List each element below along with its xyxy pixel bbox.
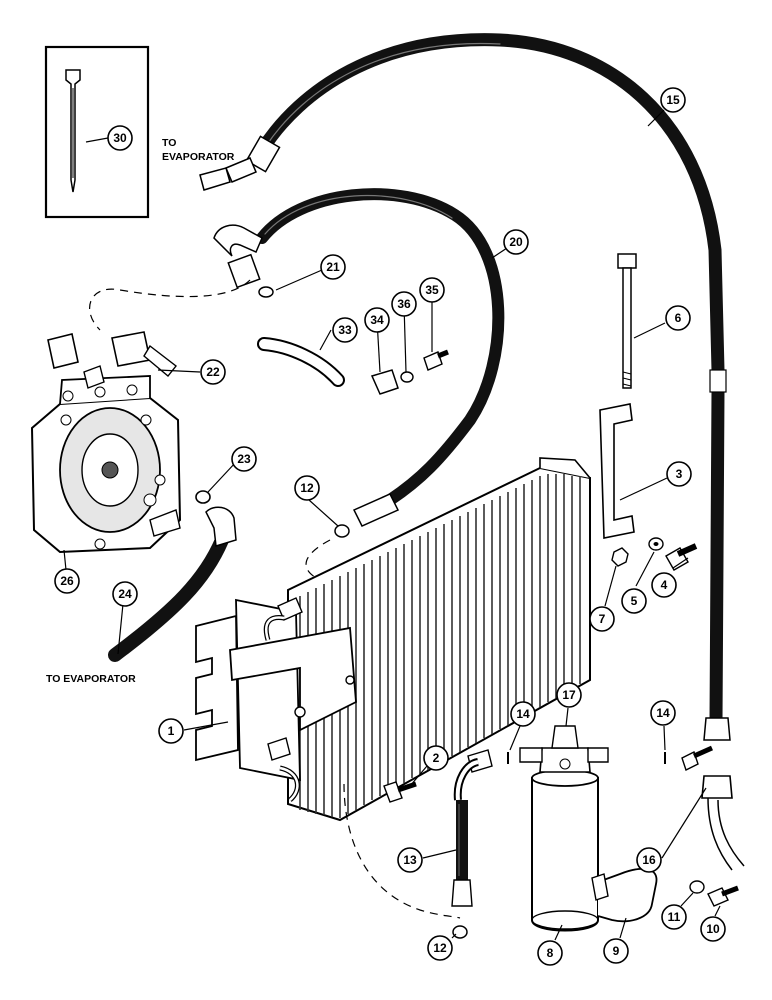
svg-text:9: 9 xyxy=(613,944,620,958)
callout-1: 1 xyxy=(158,718,184,744)
svg-text:3: 3 xyxy=(676,467,683,481)
callout-10: 10 xyxy=(700,916,726,942)
callout-21: 21 xyxy=(320,254,346,280)
svg-text:26: 26 xyxy=(60,574,74,588)
callout-5: 5 xyxy=(621,588,647,614)
svg-text:15: 15 xyxy=(666,93,680,107)
note-to-evaporator-bottom: TO EVAPORATOR xyxy=(46,673,136,685)
svg-text:1: 1 xyxy=(168,724,175,738)
svg-text:14: 14 xyxy=(516,707,530,721)
hose-24 xyxy=(108,506,237,662)
svg-text:6: 6 xyxy=(675,311,682,325)
hardware-4-5-7 xyxy=(611,537,698,571)
svg-text:36: 36 xyxy=(397,297,411,311)
callout-26: 26 xyxy=(54,568,80,594)
callout-14-right: 14 xyxy=(650,700,676,726)
callout-17: 17 xyxy=(556,682,582,708)
svg-text:34: 34 xyxy=(370,313,384,327)
svg-text:8: 8 xyxy=(547,946,554,960)
clamp-34 xyxy=(370,369,399,395)
callout-9: 9 xyxy=(603,938,629,964)
callout-23: 23 xyxy=(231,446,257,472)
clamp-9 xyxy=(591,868,658,923)
callout-8: 8 xyxy=(537,940,563,966)
svg-text:23: 23 xyxy=(237,452,251,466)
svg-text:22: 22 xyxy=(206,365,220,379)
svg-text:7: 7 xyxy=(599,612,606,626)
fitting-16 xyxy=(681,745,745,871)
callout-33: 33 xyxy=(332,317,358,343)
callout-24: 24 xyxy=(112,581,138,607)
svg-text:2: 2 xyxy=(433,751,440,765)
svg-text:11: 11 xyxy=(668,910,681,924)
o-ring-21 xyxy=(258,286,274,298)
svg-text:20: 20 xyxy=(509,235,523,249)
switch-17 xyxy=(565,707,569,727)
svg-text:24: 24 xyxy=(118,587,132,601)
bracket-3 xyxy=(599,403,635,539)
callout-14-left: 14 xyxy=(510,701,536,727)
nut-36 xyxy=(400,371,414,383)
svg-text:35: 35 xyxy=(425,283,439,297)
hose-20 xyxy=(213,188,505,527)
callout-6: 6 xyxy=(665,305,691,331)
svg-text:5: 5 xyxy=(631,594,638,608)
o-ring-12-bottom xyxy=(452,925,468,939)
note-to-evaporator-top-line1: TO xyxy=(162,137,176,149)
callout-30: 30 xyxy=(107,125,133,151)
callout-20: 20 xyxy=(503,229,529,255)
callout-22: 22 xyxy=(200,359,226,385)
receiver-drier-8 xyxy=(519,725,609,932)
callout-13: 13 xyxy=(397,847,423,873)
callout-15: 15 xyxy=(660,87,686,113)
svg-text:10: 10 xyxy=(706,922,720,936)
svg-text:21: 21 xyxy=(326,260,340,274)
svg-text:14: 14 xyxy=(656,706,670,720)
svg-text:12: 12 xyxy=(300,481,314,495)
callout-12-top: 12 xyxy=(294,475,320,501)
screw-2 xyxy=(383,781,417,803)
hose-15 xyxy=(199,33,731,741)
callout-7: 7 xyxy=(589,606,615,632)
svg-text:17: 17 xyxy=(562,688,576,702)
note-to-evaporator-top-line2: EVAPORATOR xyxy=(162,151,235,163)
callout-4: 4 xyxy=(651,572,677,598)
callout-11: 11 xyxy=(661,904,687,930)
callout-16: 16 xyxy=(636,847,662,873)
callout-36: 36 xyxy=(391,291,417,317)
svg-text:4: 4 xyxy=(661,578,668,592)
o-ring-12-top xyxy=(334,524,350,538)
washer-11 xyxy=(689,880,705,894)
svg-text:16: 16 xyxy=(642,853,656,867)
callout-2: 2 xyxy=(423,745,449,771)
svg-text:30: 30 xyxy=(113,131,127,145)
compressor xyxy=(30,331,201,571)
o-ring-23 xyxy=(195,490,211,504)
bolt-6 xyxy=(617,253,637,389)
callout-34: 34 xyxy=(364,307,390,333)
svg-text:33: 33 xyxy=(338,323,352,337)
callout-35: 35 xyxy=(419,277,445,303)
svg-text:12: 12 xyxy=(433,941,447,955)
hose-13 xyxy=(451,749,493,907)
hose-33 xyxy=(257,337,345,387)
screw-35 xyxy=(423,349,449,371)
inset-box-cable-tie xyxy=(44,45,150,219)
callout-12-bottom: 12 xyxy=(427,935,453,961)
bolt-10 xyxy=(707,885,739,907)
condenser-1 xyxy=(195,457,591,822)
callout-3: 3 xyxy=(666,461,692,487)
svg-text:13: 13 xyxy=(403,853,417,867)
